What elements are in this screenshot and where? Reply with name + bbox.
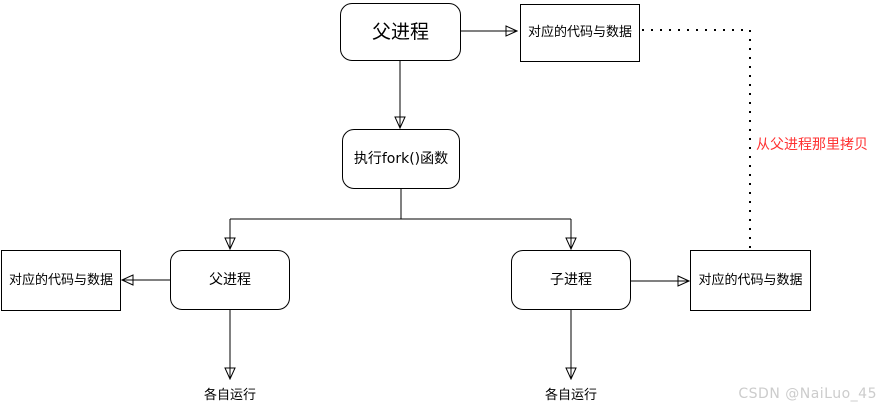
node-child-process: 子进程 xyxy=(511,250,631,310)
csdn-watermark: CSDN @NaiLuo_45 xyxy=(738,386,877,402)
node-label: 子进程 xyxy=(550,271,592,288)
node-parent-process-bottom: 父进程 xyxy=(170,250,290,310)
node-label: 对应的代码与数据 xyxy=(698,272,803,288)
node-label: 对应的代码与数据 xyxy=(8,272,113,288)
label-copy-from-parent-note: 从父进程那里拷贝 xyxy=(756,137,868,153)
node-parent-process-top: 父进程 xyxy=(340,3,461,61)
label-run-independently-right: 各自运行 xyxy=(544,388,597,403)
node-code-data-left: 对应的代码与数据 xyxy=(1,250,121,311)
node-label: 执行fork()函数 xyxy=(353,150,449,167)
dotted-copy-path xyxy=(642,29,751,249)
node-code-data-right: 对应的代码与数据 xyxy=(690,250,811,311)
node-label: 父进程 xyxy=(371,20,429,43)
node-label: 父进程 xyxy=(209,271,251,288)
node-fork-function: 执行fork()函数 xyxy=(342,129,460,189)
label-run-independently-left: 各自运行 xyxy=(203,388,256,403)
node-code-data-top: 对应的代码与数据 xyxy=(520,4,640,62)
node-label: 对应的代码与数据 xyxy=(527,25,632,41)
